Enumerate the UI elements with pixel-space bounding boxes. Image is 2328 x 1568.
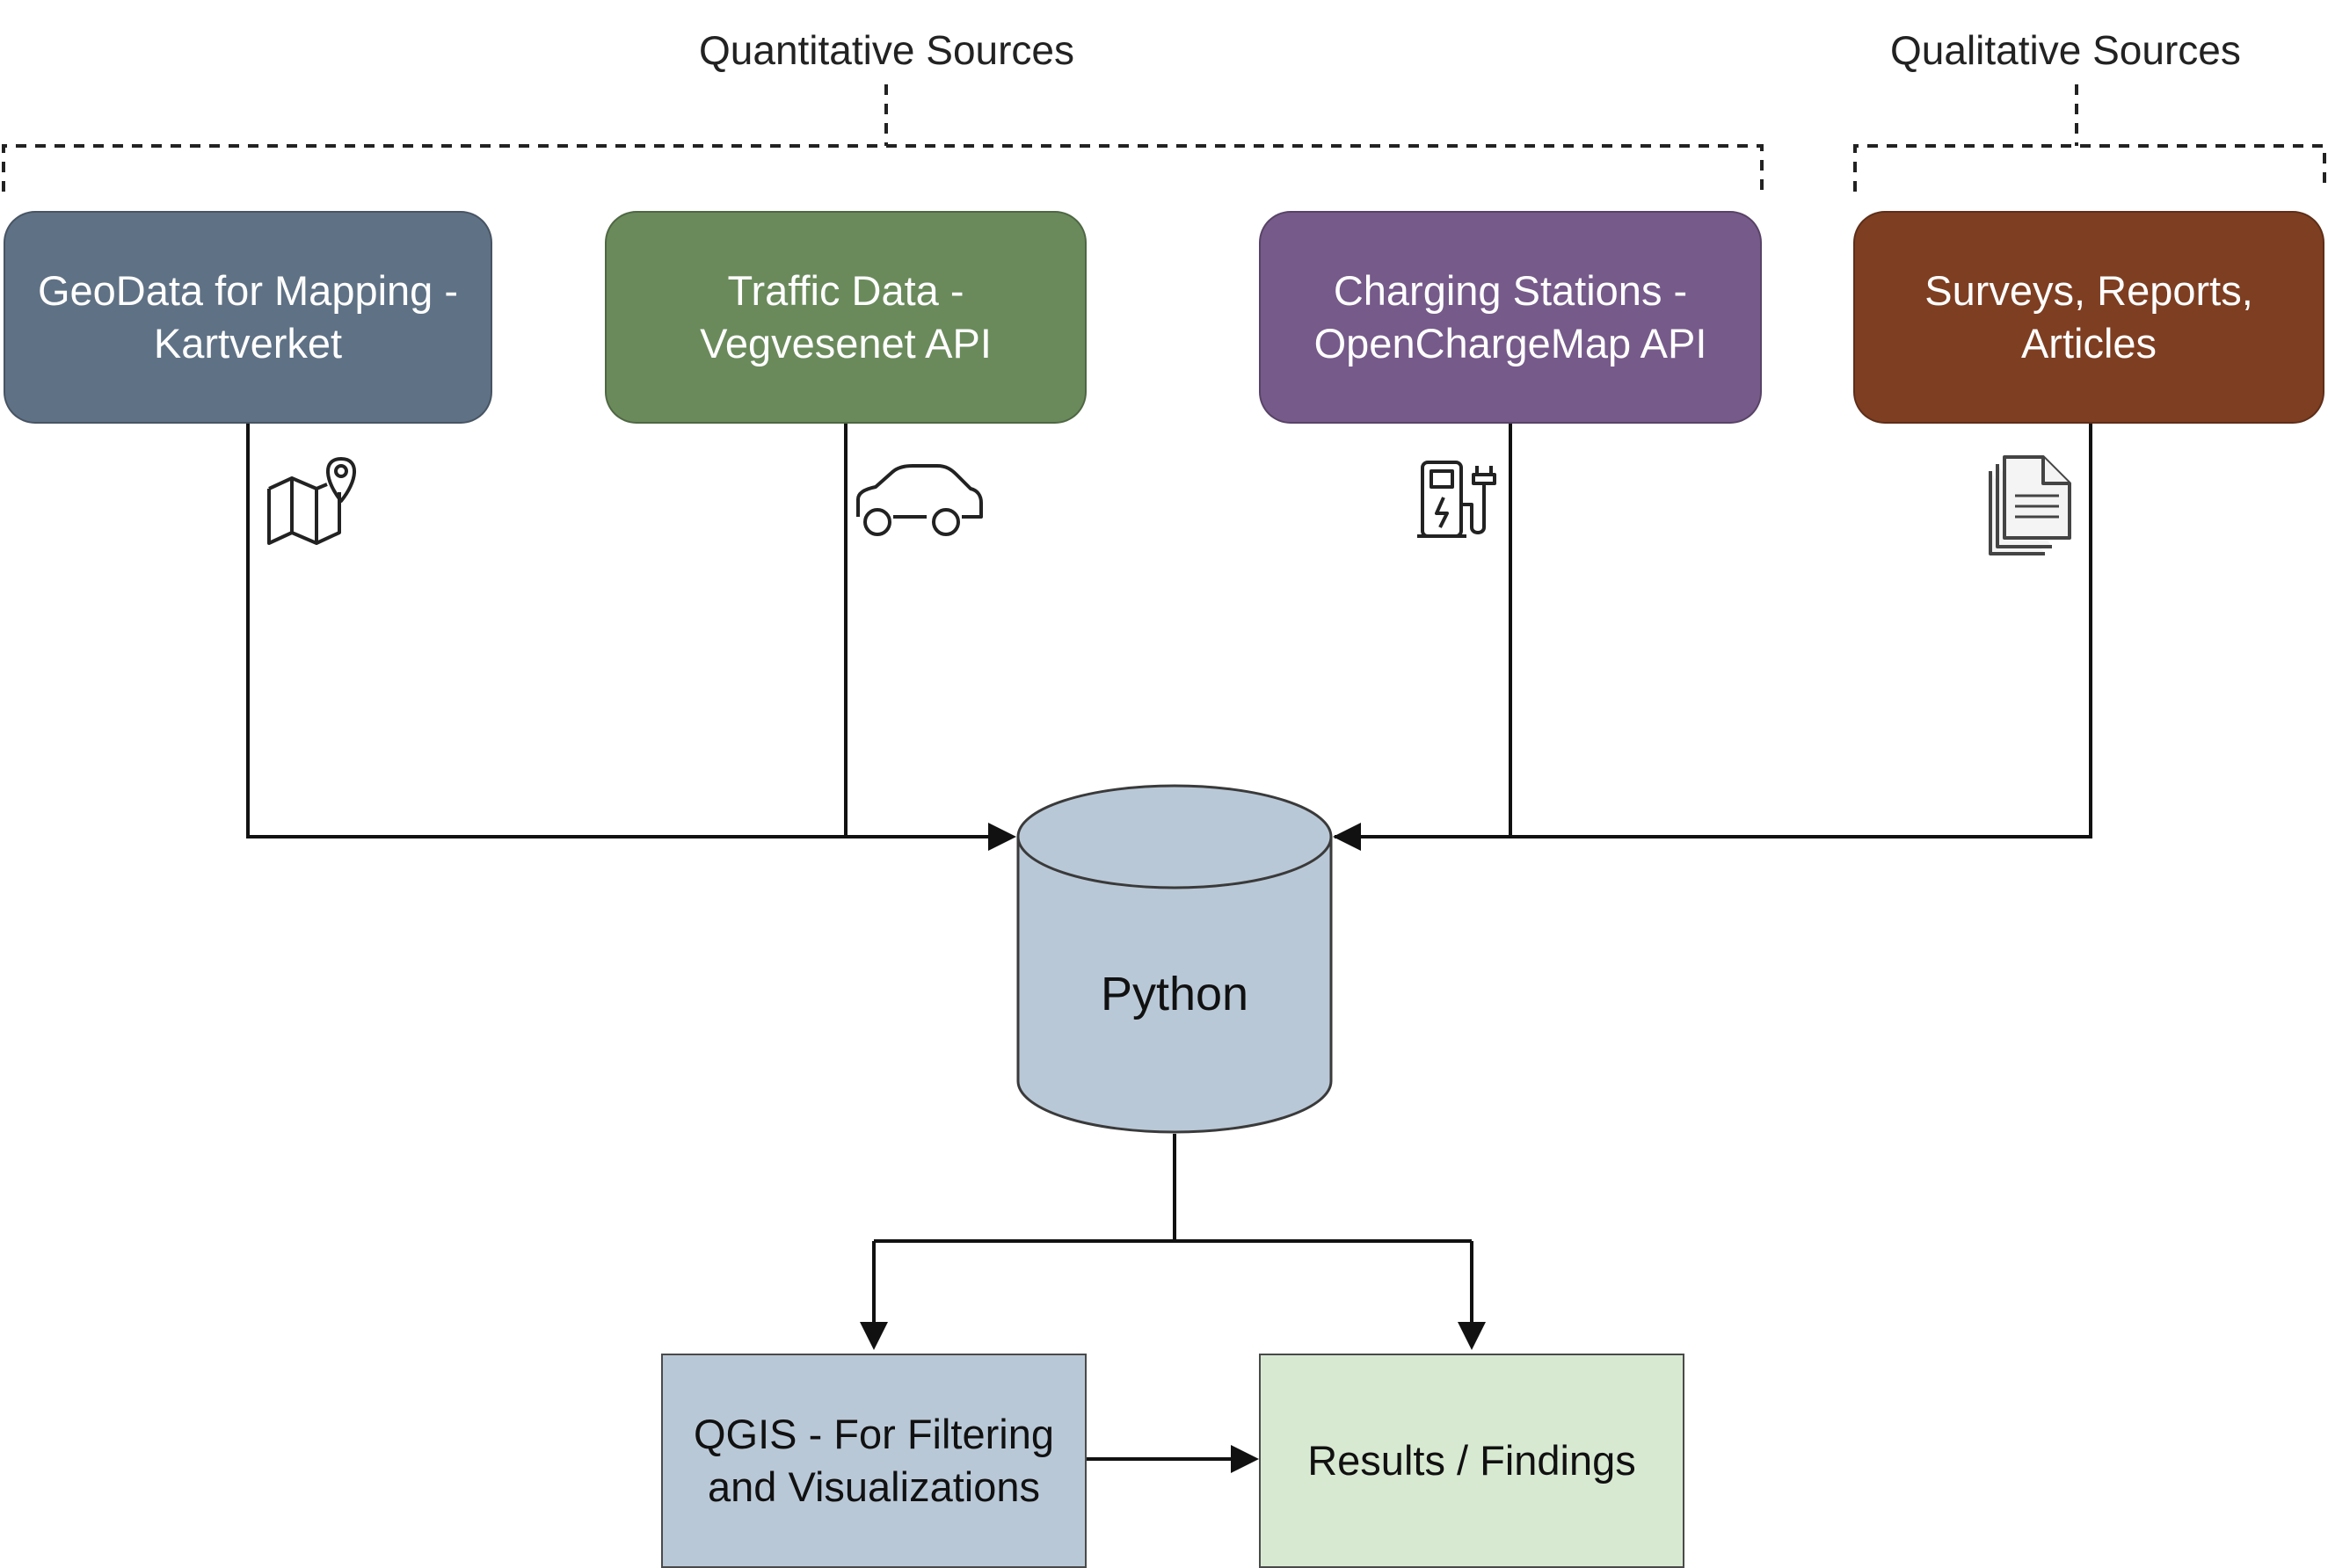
- source-charging-box: Charging Stations - OpenChargeMap API: [1259, 211, 1762, 424]
- ev-charger-icon: [1417, 461, 1496, 538]
- source-surveys-box: Surveys, Reports, Articles: [1853, 211, 2324, 424]
- qualitative-bracket: [1853, 84, 2326, 192]
- source-traffic-box: Traffic Data - Vegvesenet API: [605, 211, 1087, 424]
- arrowhead-right-solid: [1333, 823, 1361, 851]
- source-geodata-box: GeoData for Mapping - Kartverket: [4, 211, 492, 424]
- qgis-box: QGIS - For Filtering and Visualizations: [661, 1354, 1087, 1568]
- results-box: Results / Findings: [1259, 1354, 1684, 1568]
- python-database-cylinder: [1016, 784, 1333, 1134]
- connector-geo: [246, 424, 846, 838]
- qualitative-sources-label: Qualitative Sources: [1890, 27, 2241, 73]
- python-label: Python: [1100, 968, 1249, 1020]
- map-pin-icon: [267, 457, 356, 545]
- arrowhead-left-solid: [988, 823, 1016, 851]
- output-connectors: [872, 1134, 1473, 1461]
- quantitative-sources-label: Quantitative Sources: [699, 27, 1075, 73]
- car-icon: [856, 464, 983, 536]
- arrowhead-qgis-to-results: [1231, 1445, 1259, 1473]
- documents-icon: [1989, 455, 2071, 555]
- arrowhead-to-qgis: [860, 1322, 888, 1350]
- arrowhead-to-results: [1458, 1322, 1486, 1350]
- connector-survey: [1510, 424, 2092, 838]
- quantitative-bracket: [2, 84, 1764, 192]
- source-connectors: [246, 424, 2092, 838]
